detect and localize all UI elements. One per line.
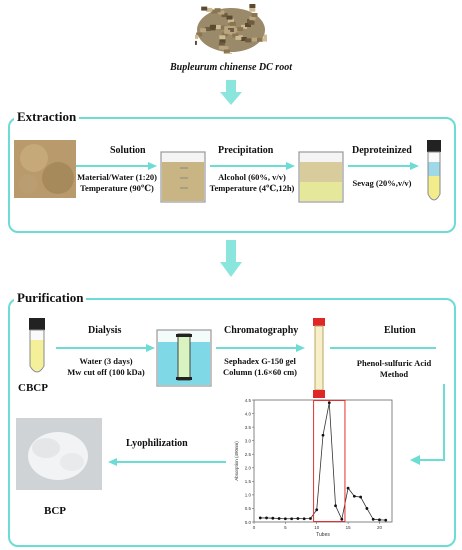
data-point (327, 401, 331, 405)
data-point (334, 504, 337, 508)
x-axis-label: Tubes (316, 532, 330, 538)
y-tick-label: 0.5 (245, 506, 252, 511)
crude-label: CBCP (18, 382, 48, 394)
tube-deproteinized (424, 140, 444, 213)
dialysis-detail-2: Mw cut off (100 kDa) (67, 367, 145, 377)
data-point (302, 517, 306, 521)
data-point (283, 517, 287, 521)
extraction-title: Extraction (14, 109, 80, 125)
extraction-panel (8, 117, 456, 233)
chromatography-detail-1: Sephadex G-150 gel (224, 356, 296, 366)
data-point (277, 517, 281, 520)
arrow-precipitation-icon (210, 158, 296, 176)
data-point (309, 517, 312, 520)
arrow-to-chart-icon (406, 384, 452, 475)
data-point (378, 518, 381, 522)
arrow-deproteinized-icon (348, 158, 420, 176)
data-point (296, 517, 300, 520)
down-arrow-icon (220, 80, 242, 111)
y-axis-label: Absorption (490nm) (234, 441, 239, 481)
highlight-box (313, 400, 346, 522)
deproteinized-detail: Sevag (20%,v/v) (352, 178, 412, 188)
elution-detail-2: Method (379, 369, 409, 379)
series-line (260, 402, 386, 521)
product-label: BCP (44, 505, 66, 517)
y-tick-label: 3.5 (245, 425, 252, 430)
chromatography-detail-2: Column (1.6×60 cm) (222, 367, 298, 377)
chromatography-label: Chromatography (224, 325, 299, 336)
y-tick-label: 2.5 (245, 452, 252, 457)
data-point (315, 508, 319, 512)
product-photo (16, 418, 102, 490)
root-material-photo (188, 2, 275, 60)
elution-label: Elution (384, 325, 416, 336)
beaker-solution (158, 148, 208, 209)
precipitation-detail-2: Temperature (4℃,12h) (209, 183, 295, 193)
data-point (258, 516, 262, 520)
x-tick-label: 20 (377, 525, 383, 530)
x-tick-label: 0 (253, 525, 256, 530)
y-tick-label: 3.0 (245, 438, 252, 443)
solution-detail-2: Temperature (90℃) (80, 183, 154, 193)
x-tick-label: 5 (284, 525, 287, 530)
elution-detail-1: Phenol-sulfuric Acid (356, 358, 432, 368)
solution-detail-1: Material/Water (1:20) (77, 172, 157, 182)
beaker-precipitation (296, 148, 346, 209)
elution-chart: 0.0 0.5 1.0 1.5 2.0 2.5 3.0 3.5 4.0 4.5 0 5 10 15 20Tu… (234, 398, 393, 538)
data-point (271, 516, 275, 520)
chromatography-column (312, 318, 326, 403)
x-tick-label: 10 (314, 525, 320, 530)
arrow-lyophilization-icon (108, 454, 228, 472)
x-tick-label: 15 (346, 525, 352, 530)
data-point (340, 517, 344, 521)
root-caption: Bupleurum chinense DC root (170, 62, 292, 73)
dialysis-detail-1: Water (3 days) (79, 356, 133, 366)
y-tick-label: 4.0 (245, 411, 252, 416)
purification-panel (8, 298, 456, 547)
y-tick-label: 1.5 (245, 479, 252, 484)
arrow-elution-icon (330, 340, 446, 358)
down-arrow-icon-2 (220, 240, 242, 283)
y-tick-label: 2.0 (245, 466, 252, 471)
tube-crude (26, 318, 48, 385)
chart-plot-frame (253, 399, 393, 523)
y-tick-label: 0.0 (245, 520, 252, 525)
lyophilization-label: Lyophilization (126, 438, 188, 449)
arrow-solution-icon (76, 158, 158, 176)
data-point (265, 516, 268, 520)
powder-photo (14, 140, 76, 198)
data-point (359, 495, 363, 499)
data-point (384, 518, 388, 522)
data-point (290, 517, 294, 521)
y-tick-label: 4.5 (245, 398, 252, 403)
data-point (352, 494, 356, 498)
arrow-dialysis-icon (56, 340, 156, 358)
precipitation-detail-1: Alcohol (60%, v/v) (218, 172, 286, 182)
beaker-dialysis (154, 326, 214, 393)
purification-title: Purification (14, 290, 87, 306)
y-tick-label: 1.0 (245, 493, 252, 498)
solution-label: Solution (110, 145, 146, 156)
data-point (371, 517, 375, 521)
precipitation-label: Precipitation (218, 145, 274, 156)
data-point (321, 433, 325, 437)
deproteinized-label: Deproteinized (352, 145, 412, 156)
dialysis-label: Dialysis (88, 325, 122, 336)
data-point (365, 507, 369, 510)
arrow-chromatography-icon (216, 340, 306, 358)
data-point (346, 486, 350, 490)
